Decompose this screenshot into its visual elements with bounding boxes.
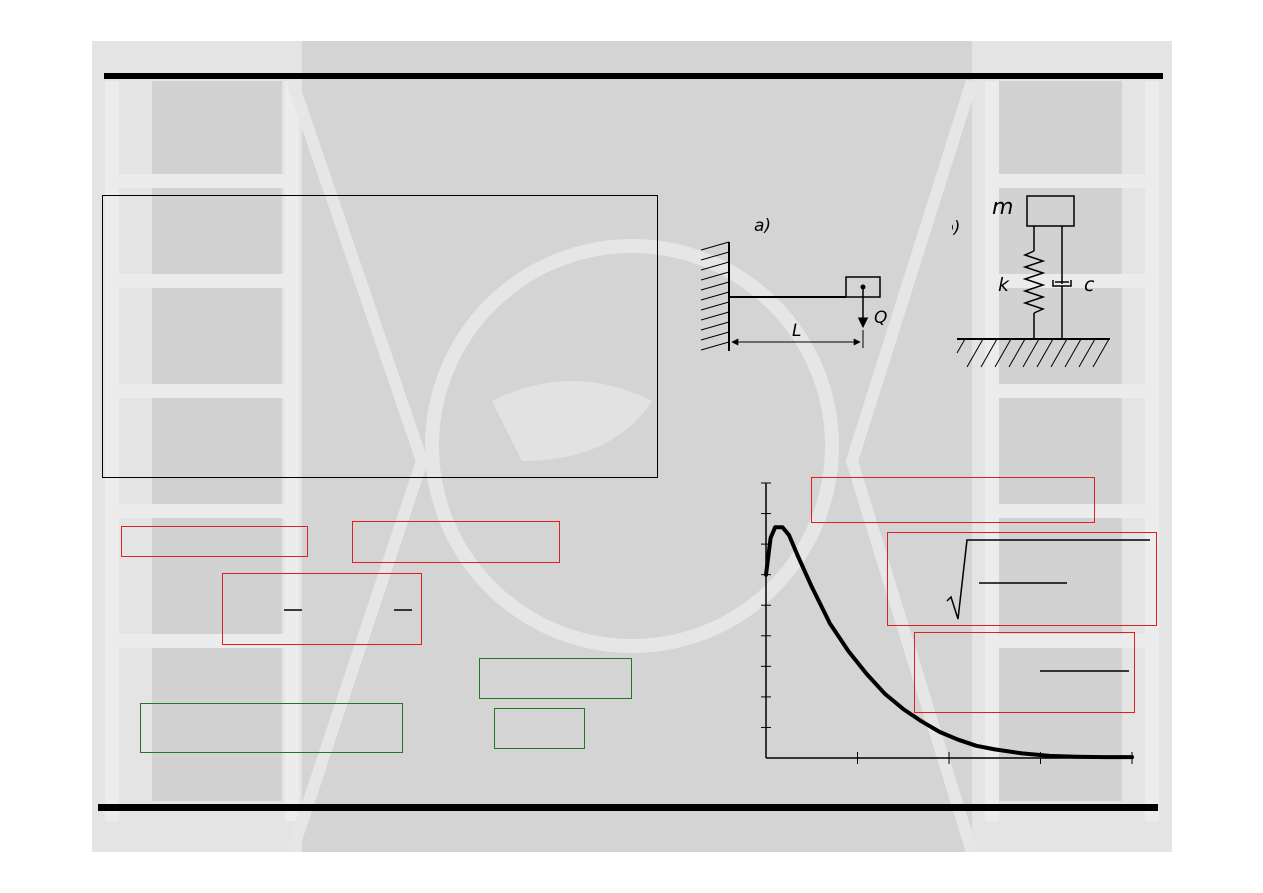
mass-label: m <box>992 195 1013 220</box>
slide: a) Q L b) m k <box>92 41 1172 852</box>
sqrt-sign <box>946 539 1150 620</box>
note-box-2 <box>479 658 632 699</box>
formula-box-chart-title <box>811 477 1095 523</box>
formula-box-2 <box>352 521 560 563</box>
mass-block <box>1026 195 1075 227</box>
ratio-bar <box>1040 670 1129 672</box>
wall-hatching <box>700 241 730 351</box>
text-frame-main <box>102 195 658 478</box>
ground-hatching <box>956 338 1110 368</box>
note-box-3 <box>494 708 585 749</box>
caption-a: a) <box>754 216 771 236</box>
note-box-1 <box>140 703 403 753</box>
formula-box-ratio <box>914 632 1135 713</box>
cantilever-diagram: a) Q L <box>700 216 887 351</box>
fraction-bars <box>284 609 412 611</box>
series-line <box>764 525 1134 760</box>
mass-spring-damper-diagram: b) m k c <box>952 195 1110 368</box>
caption-b: b) <box>952 218 960 238</box>
formula-box-1 <box>121 526 308 557</box>
load-label: Q <box>874 308 887 328</box>
top-rule <box>104 73 1163 79</box>
formula-box-fractions <box>222 573 422 645</box>
background-watermark <box>92 41 1172 852</box>
damper-label: c <box>1084 274 1095 296</box>
spring <box>1022 250 1046 314</box>
length-label: L <box>792 321 801 341</box>
response-chart <box>761 482 1134 764</box>
bottom-rule <box>98 804 1158 811</box>
formula-box-sqrt <box>887 532 1157 626</box>
spring-label: k <box>998 274 1010 296</box>
